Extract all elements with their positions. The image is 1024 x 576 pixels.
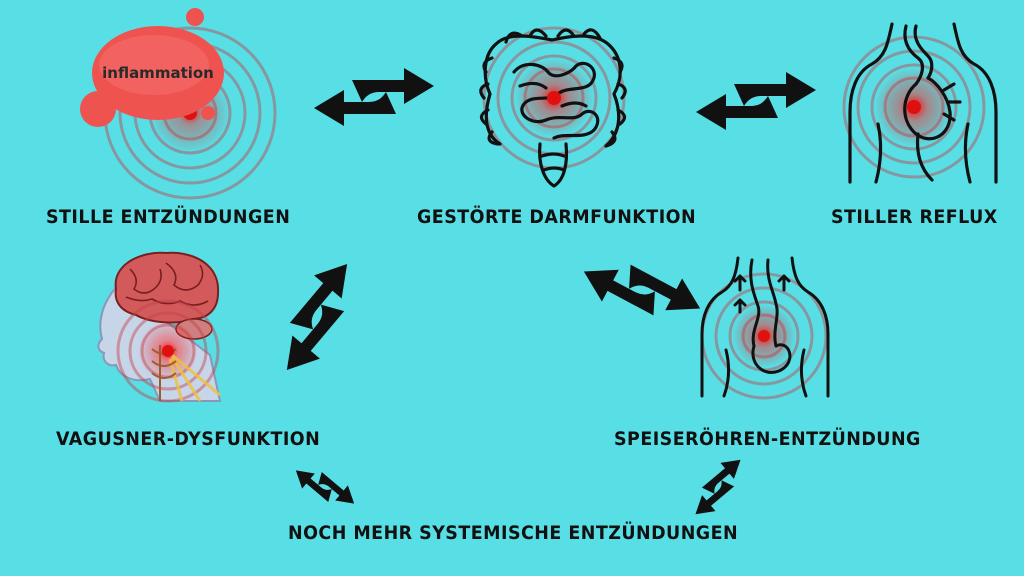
label-vagus-dysfunction: Vagusner-Dysfunktion: [56, 428, 321, 450]
head-brain-neck-icon: [97, 251, 222, 403]
label-systemic-inflammation: Noch mehr systemische Entzündungen: [288, 522, 739, 544]
bidirectional-arrow-icon: [314, 68, 434, 126]
bidirectional-arrow-icon: [286, 263, 348, 371]
label-gut-dysfunction: Gestörte Darmfunktion: [417, 206, 697, 228]
label-silent-reflux: Stiller Reflux: [831, 206, 998, 228]
label-esophagus-inflammation: Speiseröhren-Entzündung: [614, 428, 921, 450]
bidirectional-arrow-icon: [583, 264, 701, 316]
bidirectional-arrow-icon: [695, 459, 741, 515]
bidirectional-arrow-icon: [696, 72, 816, 130]
inflammation-blob-icon: inflammation: [80, 8, 277, 200]
torso-esophagus-icon: [700, 256, 830, 400]
torso-reflux-icon: [842, 22, 998, 184]
intestine-icon: [479, 26, 627, 188]
bidirectional-arrow-icon: [295, 470, 355, 504]
label-silent-inflammation: Stille Entzündungen: [46, 206, 291, 228]
inflammation-badge-text: inflammation: [102, 64, 214, 82]
